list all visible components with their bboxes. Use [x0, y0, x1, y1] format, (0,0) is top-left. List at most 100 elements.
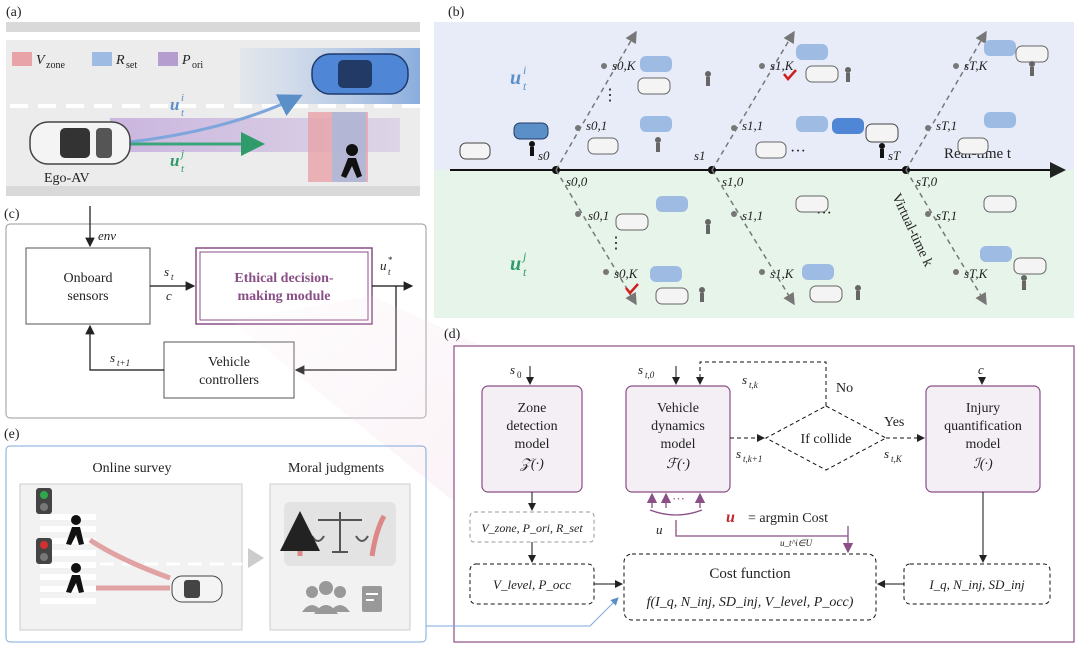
- ethical-line1: Ethical decision-: [234, 271, 334, 286]
- people-icon: [302, 581, 350, 614]
- branch-u-j-sub: t: [523, 265, 527, 279]
- traj-i-sup: i: [181, 92, 184, 104]
- no-loop-arrow: [696, 361, 827, 406]
- check-mark-icon: [783, 69, 797, 81]
- zone-output-box: [469, 511, 595, 543]
- ustar-sup: *: [388, 255, 393, 265]
- node-s01-up: s0,1: [586, 118, 607, 133]
- scene-pedestrian-icons: [529, 61, 1035, 302]
- node-sTK-up: sT,K: [964, 58, 989, 73]
- traj-j-sup: j: [179, 148, 184, 160]
- legend-rset-label: R: [115, 53, 125, 68]
- survey-to-cost-arrow: [426, 597, 619, 627]
- s0-sub: 0: [517, 370, 522, 380]
- injury-line3: model: [966, 437, 1001, 452]
- survey-car-icon: [171, 575, 223, 603]
- ego-car-icon: [29, 121, 131, 165]
- online-survey-title: Online survey: [93, 461, 172, 476]
- panel-b-label: (b): [448, 5, 465, 20]
- yes-label: Yes: [884, 415, 904, 430]
- st1-label: s: [110, 350, 115, 365]
- injury-line4: ℐ(·): [973, 457, 993, 472]
- vdots-up: ⋮: [602, 87, 618, 104]
- node-s11-down: s1,1: [742, 208, 763, 223]
- control-dots: ···: [672, 491, 685, 506]
- zone-line3: model: [515, 437, 550, 452]
- swerve-arrow: [88, 537, 171, 581]
- argmin-sub: u_t^i∈U: [780, 538, 813, 548]
- survey-pedestrian-icon: [66, 515, 84, 593]
- legend-pori-sub: ori: [192, 60, 203, 71]
- injury-output-text: I_q, N_inj, SD_inj: [928, 577, 1025, 592]
- check-mark-icon: [625, 283, 639, 295]
- state-s1: s1: [694, 148, 706, 163]
- legend-rset-sub: set: [126, 60, 137, 71]
- st1-sub: t+1: [117, 358, 130, 368]
- state-sT: sT: [888, 148, 901, 163]
- if-collide-text: If collide: [801, 432, 852, 447]
- onboard-line2: sensors: [67, 289, 108, 304]
- node-s1K-down: s1,K: [770, 266, 795, 281]
- vdots-down: ⋮: [608, 235, 624, 252]
- cost-function-title: Cost function: [709, 566, 791, 582]
- vehicle-line2: dynamics: [651, 419, 705, 434]
- zone-line2: detection: [506, 419, 557, 434]
- injury-line1: Injury: [966, 401, 1000, 416]
- if-collide-diamond: [764, 405, 888, 471]
- scales-icon: [311, 512, 369, 553]
- node-s0K-up: s0,K: [612, 58, 637, 73]
- ellipsis-up: ···: [790, 143, 806, 160]
- traj-j-sub: t: [181, 163, 185, 175]
- legend-pori-label: P: [181, 53, 191, 68]
- pedestrian-icon: [341, 144, 362, 178]
- zone-line1: Zone: [518, 401, 547, 416]
- node-s11-up: s1,1: [742, 118, 763, 133]
- panel-e-frame: [5, 445, 427, 643]
- stk-sub: t,k: [749, 380, 759, 390]
- panel-e-label: (e): [4, 427, 20, 442]
- env-label: env: [98, 228, 116, 243]
- branch-u-j-sup: j: [521, 249, 527, 263]
- branch-u-i-sup: i: [523, 63, 526, 77]
- node-sTK-down: sT,K: [964, 266, 989, 281]
- panel-c-label: (c): [4, 207, 20, 222]
- ego-av-label: Ego-AV: [44, 171, 90, 186]
- stk1-sub: t,k+1: [743, 454, 762, 464]
- stK-label: s: [884, 446, 889, 461]
- st0-input: s: [638, 362, 643, 377]
- node-s10: s1,0: [722, 174, 744, 189]
- moral-judgments-title: Moral judgments: [288, 461, 384, 476]
- traffic-light-red-icon: [36, 538, 52, 564]
- ustar-sub: t: [388, 267, 391, 277]
- st-label: s: [164, 264, 169, 279]
- survey-scene: [19, 483, 243, 631]
- virtual-branches: [555, 30, 987, 306]
- uti-label: u: [656, 522, 663, 537]
- traffic-light-green-icon: [36, 488, 52, 514]
- legend-vzone-sub: zone: [46, 60, 65, 71]
- onboard-sensors-box: [25, 247, 151, 325]
- branch-u-i: u: [510, 67, 521, 89]
- cost-function-box: [623, 553, 877, 621]
- trajectory-i-arrow: [129, 94, 303, 144]
- st-sub: t: [171, 272, 174, 282]
- s0-input: s: [510, 362, 515, 377]
- branch-u-j: u: [510, 253, 521, 275]
- flow-arrow-icon: [248, 548, 264, 568]
- legend-vzone-label: V: [36, 53, 46, 68]
- controllers-line1: Vehicle: [208, 355, 250, 370]
- st0-sub: t,0: [645, 370, 655, 380]
- node-s0K-down: s0,K: [614, 266, 639, 281]
- argmin-text: = argmin Cost: [748, 511, 828, 526]
- lower-branch-bg: [434, 170, 1074, 318]
- stk-label: s: [742, 372, 747, 387]
- scene-car-icons: [459, 40, 1049, 305]
- ustar-optimal: u: [726, 509, 735, 526]
- panel-d-label: (d): [444, 327, 461, 342]
- vlevel-text: V_level, P_occ: [493, 577, 571, 592]
- panel-a-label: (a): [6, 5, 22, 20]
- node-sT0: sT,0: [916, 174, 938, 189]
- controllers-line2: controllers: [199, 373, 259, 388]
- node-s00: s0,0: [566, 174, 588, 189]
